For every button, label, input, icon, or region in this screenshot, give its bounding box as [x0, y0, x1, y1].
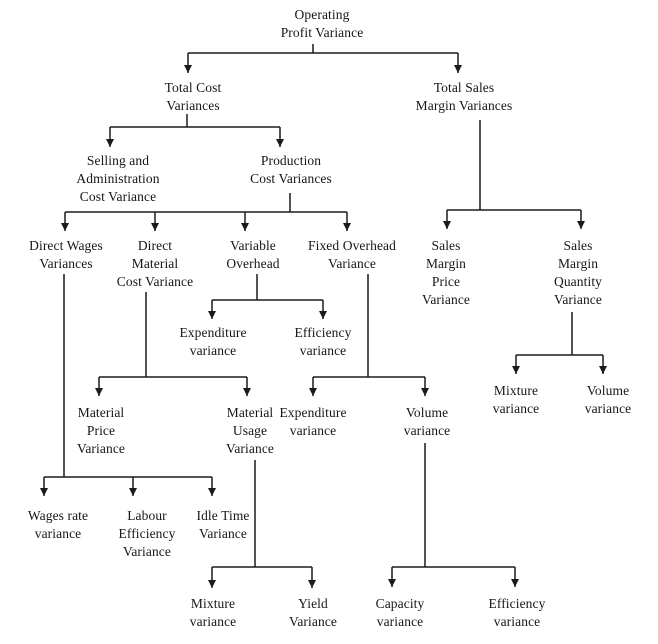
connector-sales-margin-quantity-to-children: [512, 312, 607, 374]
node-volume-efficiency-variance: Efficiency variance: [488, 596, 546, 629]
node-fixed-overhead-variance: Fixed Overhead Variance: [308, 238, 396, 271]
connector-direct-wages-to-children: [40, 274, 216, 496]
node-usage-mixture-variance: Mixture variance: [189, 596, 237, 629]
node-operating-profit-variance: Operating Profit Variance: [280, 7, 364, 40]
node-total-cost-variances: Total Cost Variances: [164, 80, 222, 113]
node-variable-overhead: Variable Overhead: [226, 238, 280, 271]
connector-direct-material-to-children: [95, 292, 251, 396]
node-total-sales-margin-variances: Total Sales Margin Variances: [415, 80, 513, 113]
connector-material-usage-to-children: [208, 460, 316, 588]
node-direct-material-cost-variance: Direct Material Cost Variance: [116, 238, 194, 289]
node-material-usage-variance: Material Usage Variance: [225, 405, 275, 456]
node-voh-expenditure-variance: Expenditure variance: [179, 325, 247, 358]
node-wages-rate-variance: Wages rate variance: [27, 508, 89, 541]
connector-fixed-overhead-to-children: [309, 274, 429, 396]
node-material-price-variance: Material Price Variance: [76, 405, 126, 456]
node-sales-margin-quantity-variance: Sales Margin Quantity Variance: [553, 238, 603, 307]
node-selling-admin-cost-variance: Selling and Administration Cost Variance: [76, 153, 160, 204]
node-capacity-variance: Capacity variance: [375, 596, 425, 629]
node-labour-efficiency-variance: Labour Efficiency Variance: [118, 508, 176, 559]
node-sales-mixture-variance: Mixture variance: [492, 383, 540, 416]
node-voh-efficiency-variance: Efficiency variance: [294, 325, 352, 358]
node-production-cost-variances: Production Cost Variances: [250, 153, 332, 186]
connector-volume-variance-to-children: [388, 443, 519, 587]
node-sales-margin-price-variance: Sales Margin Price Variance: [421, 238, 471, 307]
node-idle-time-variance: Idle Time Variance: [196, 508, 250, 541]
node-usage-yield-variance: Yield Variance: [288, 596, 338, 629]
connector-total-sales-to-children: [443, 120, 585, 229]
connector-production-to-children: [61, 193, 351, 231]
node-sales-volume-variance: Volume variance: [584, 383, 632, 416]
connector-total-cost-to-children: [106, 114, 284, 147]
node-foh-volume-variance: Volume variance: [403, 405, 451, 438]
connector-operating-to-total-cost-and-total-sales: [184, 44, 462, 73]
connector-variable-overhead-to-children: [208, 274, 327, 319]
node-foh-expenditure-variance: Expenditure variance: [279, 405, 347, 438]
node-direct-wages-variances: Direct Wages Variances: [29, 238, 103, 271]
